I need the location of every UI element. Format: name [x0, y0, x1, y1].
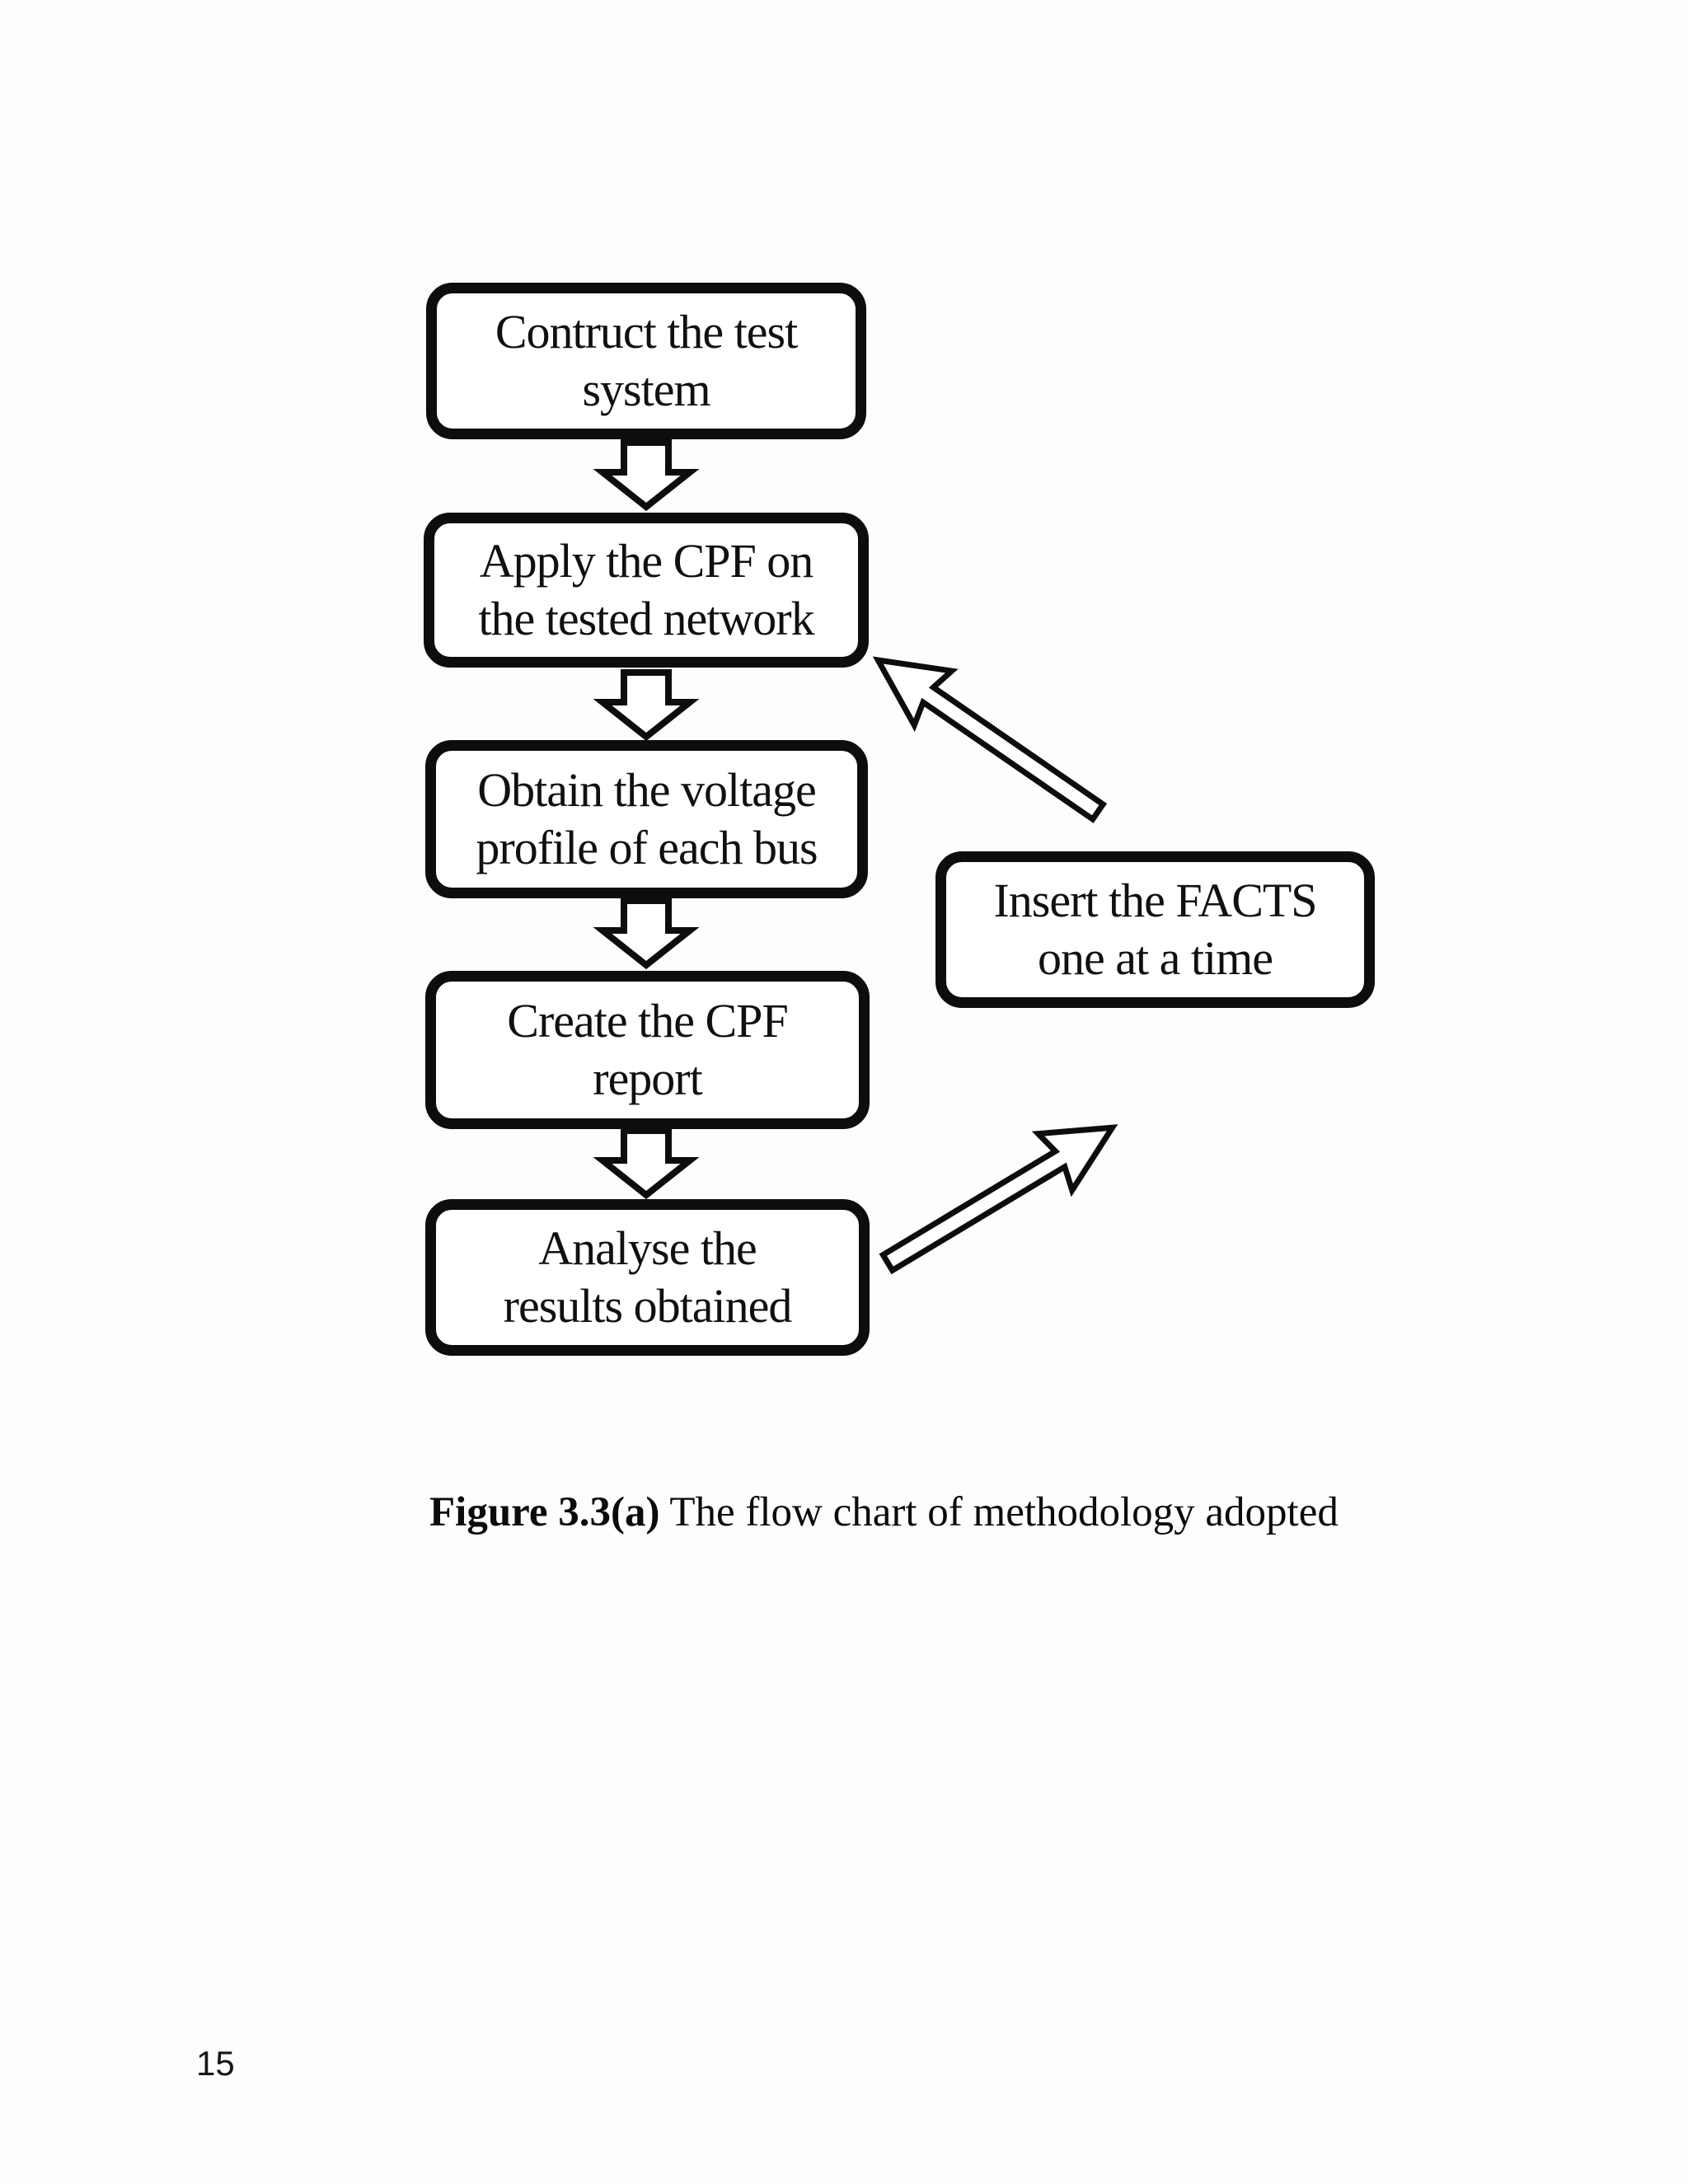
flow-step-insert-facts: Insert the FACTS one at a time: [935, 851, 1375, 1008]
page-number: 15: [196, 2044, 235, 2083]
up-right-arrow-icon: [879, 1124, 1118, 1275]
flow-step-text-line: the tested network: [478, 592, 814, 645]
flow-step-text-line: profile of each bus: [476, 821, 818, 874]
figure-caption-label: Figure 3.3(a): [429, 1489, 660, 1535]
flow-step-construct-test-system: Contruct the test system: [426, 283, 866, 439]
flow-step-create-cpf-report: Create the CPF report: [425, 971, 870, 1129]
figure-caption: Figure 3.3(a) The flow chart of methodol…: [429, 1488, 1339, 1536]
flow-step-text-line: report: [593, 1052, 702, 1105]
figure-caption-text: The flow chart of methodology adopted: [659, 1489, 1339, 1535]
flow-step-text-line: Apply the CPF on: [479, 534, 814, 588]
flow-step-text-line: Analyse the: [538, 1221, 757, 1276]
down-arrow-icon: [593, 1127, 700, 1200]
down-arrow-icon: [593, 669, 700, 742]
flow-step-text-line: system: [582, 363, 710, 416]
flow-step-text-line: Insert the FACTS: [993, 874, 1317, 928]
down-arrow-icon: [593, 898, 700, 970]
flow-step-apply-cpf: Apply the CPF on the tested network: [424, 513, 869, 668]
flow-step-text-line: Contruct the test: [495, 305, 798, 359]
flow-step-text-line: Create the CPF: [507, 994, 788, 1048]
flow-step-analyse-results: Analyse the results obtained: [425, 1199, 870, 1356]
flow-step-obtain-voltage-profile: Obtain the voltage profile of each bus: [425, 740, 868, 898]
flow-step-text-line: results obtained: [503, 1279, 793, 1333]
down-arrow-icon: [593, 439, 700, 512]
flow-step-text-line: Obtain the voltage: [477, 763, 816, 818]
flow-step-text-line: one at a time: [1038, 931, 1273, 985]
up-left-arrow-icon: [872, 656, 1108, 823]
